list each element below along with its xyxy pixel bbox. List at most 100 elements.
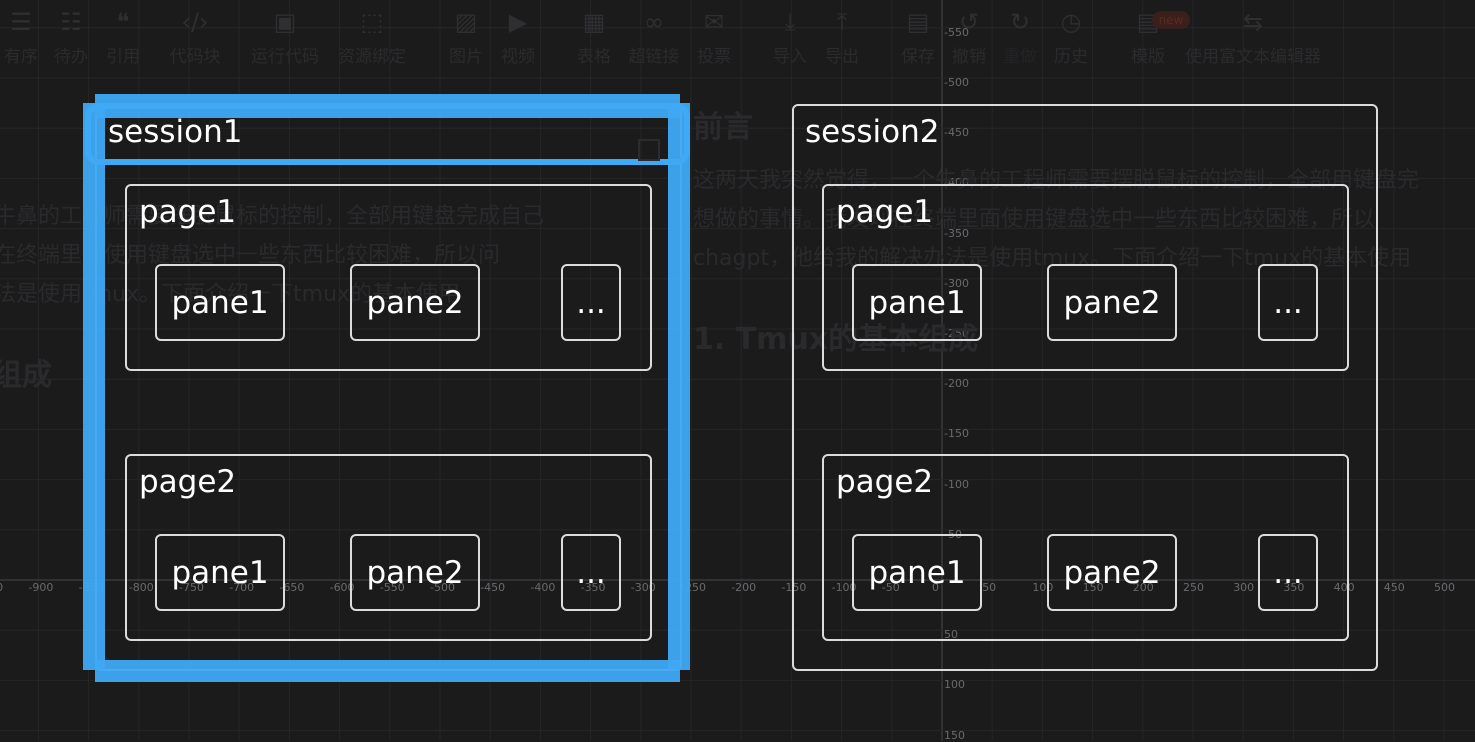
toolbar-button-todo-list[interactable]: ☷ 待办 — [54, 8, 88, 67]
video-icon: ▶ — [508, 8, 528, 36]
run-code-icon: ▣ — [273, 8, 297, 36]
pane-box[interactable]: pane2 — [350, 534, 480, 611]
toolbar-button-label: 重做 — [1003, 47, 1037, 67]
toolbar-button-quote[interactable]: ❝ 引用 — [106, 8, 140, 67]
x-axis-label: -650 — [279, 581, 305, 594]
toolbar-button-resource-bind[interactable]: ⬚ 资源绑定 — [338, 8, 406, 67]
y-axis-label: 150 — [944, 728, 965, 742]
pane-box[interactable]: pane1 — [155, 264, 285, 341]
export-icon: ⤒ — [836, 8, 848, 36]
toolbar-button-label: 导出 — [825, 47, 859, 67]
toolbar-button-label: 超链接 — [628, 47, 680, 67]
y-axis-label: -300 — [944, 276, 969, 290]
toolbar-button-link[interactable]: ∞ 超链接 — [629, 8, 680, 67]
toolbar-button-history[interactable]: ◷历史 — [1054, 8, 1088, 67]
x-axis-label: 250 — [1183, 581, 1204, 594]
title-selection-outline[interactable] — [85, 103, 690, 165]
selection-outline[interactable] — [83, 103, 690, 670]
toolbar-button-switch-editor[interactable]: ⇆ 使用富文本编辑器 — [1185, 8, 1321, 67]
pane-box[interactable]: ... — [1258, 264, 1318, 341]
quote-icon: ❝ — [116, 8, 130, 36]
toolbar-button-video[interactable]: ▶视频 — [501, 8, 535, 67]
pane-box[interactable]: pane1 — [852, 264, 982, 341]
x-axis-label: -550 — [379, 581, 405, 594]
selection-outline-bottom[interactable] — [95, 660, 680, 682]
toolbar-button-label: 有序 — [4, 47, 38, 67]
session-box[interactable] — [792, 104, 1378, 671]
doc-paragraph-line: 法是使用tmux。下面介绍一下tmux的基本使用 — [0, 282, 461, 307]
x-axis-label: 0 — [932, 581, 939, 594]
toolbar-button-vote[interactable]: ✉投票 — [697, 8, 731, 67]
link-icon: ∞ — [644, 8, 664, 36]
y-axis-label: 100 — [944, 678, 965, 692]
toolbar-button-label: 图片 — [449, 47, 483, 67]
resource-bind-icon: ⬚ — [360, 8, 384, 36]
resize-handle-icon[interactable] — [638, 139, 660, 161]
pane-box[interactable]: pane1 — [155, 534, 285, 611]
toolbar-button-label: 撤销 — [952, 47, 986, 67]
x-axis-label: -350 — [580, 581, 606, 594]
toolbar-button-label: 模版 — [1131, 47, 1165, 67]
toolbar-button-image[interactable]: ▨ 图片 — [449, 8, 483, 67]
toolbar-button-run-code[interactable]: ▣ 运行代码 — [251, 8, 319, 67]
toolbar-button-table[interactable]: ▦表格 — [577, 8, 611, 67]
editor-toolbar: ☰有序 ☷ 待办 ❝ 引用 ‹/›代码块 ▣ 运行代码 ⬚ 资源绑定 ▨ 图片 ▶视频 ▦表格 ∞ 超链接 ✉投… — [0, 0, 1475, 72]
y-axis-label: -250 — [944, 327, 969, 340]
toolbar-button-ordered-list[interactable]: ☰有序 — [4, 8, 38, 67]
import-icon: ⤓ — [784, 8, 796, 36]
pane-box[interactable]: ... — [561, 534, 621, 611]
toolbar-button-label: 表格 — [577, 47, 611, 67]
x-axis-label: 200 — [1132, 581, 1154, 594]
x-axis-label: 300 — [1233, 581, 1255, 594]
toolbar-button-undo[interactable]: ↺ 撤销 — [952, 8, 986, 67]
y-axis-label: -150 — [944, 427, 969, 441]
x-axis-label: 150 — [1082, 581, 1104, 594]
session-label: session2 — [805, 114, 940, 150]
x-axis-label: -500 — [430, 581, 455, 594]
y-axis-label: -100 — [944, 477, 969, 491]
y-axis-label: -400 — [944, 176, 969, 190]
page-label: page1 — [139, 194, 237, 230]
toolbar-button-label: 运行代码 — [251, 47, 319, 67]
todo-list-icon: ☷ — [60, 8, 82, 36]
x-axis-label: -400 — [530, 581, 556, 594]
pane-box[interactable]: ... — [561, 264, 621, 341]
undo-icon: ↺ — [958, 8, 980, 36]
pane-box[interactable]: pane2 — [1047, 264, 1177, 341]
toolbar-button-label: 保存 — [901, 47, 935, 67]
image-icon: ▨ — [454, 8, 478, 36]
x-axis-label: -950 — [0, 581, 3, 594]
page-box[interactable] — [125, 184, 652, 371]
toolbar-button-save[interactable]: ▤ 保存 — [901, 8, 935, 67]
redo-icon: ↻ — [1009, 8, 1031, 36]
pane-box[interactable]: pane2 — [350, 264, 480, 341]
toolbar-button-label: 使用富文本编辑器 — [1185, 47, 1321, 67]
toolbar-button-import[interactable]: ⤓ 导入 — [773, 8, 807, 67]
toolbar-button-label: 待办 — [54, 47, 88, 67]
pane-box[interactable]: ... — [1258, 534, 1318, 611]
toolbar-button-redo[interactable]: ↻ 重做 — [1003, 8, 1037, 67]
page-box[interactable] — [822, 184, 1349, 371]
toolbar-button-label: 引用 — [106, 47, 140, 67]
x-axis-label: 500 — [1434, 581, 1455, 594]
pane-box[interactable]: pane1 — [852, 534, 982, 611]
y-axis-label: -550 — [944, 25, 969, 39]
save-icon: ▤ — [906, 8, 930, 36]
y-axis-label: -500 — [944, 76, 969, 89]
toolbar-button-label: 资源绑定 — [338, 47, 406, 67]
x-axis-label: -50 — [881, 581, 900, 594]
page-box[interactable] — [125, 454, 652, 641]
x-axis-label: -300 — [630, 581, 656, 594]
y-axis-label: -450 — [944, 126, 969, 140]
toolbar-button-label: 导入 — [773, 47, 807, 67]
x-axis-label: 450 — [1383, 581, 1405, 594]
doc-paragraph-line: 想做的事情。我发现在终端里面使用键盘选中一些东西比较困难，所以 — [693, 207, 1376, 232]
toolbar-button-code-block[interactable]: ‹/›代码块 — [170, 8, 221, 67]
pane-box[interactable]: pane2 — [1047, 534, 1177, 611]
toolbar-button-export[interactable]: ⤒ 导出 — [825, 8, 859, 67]
doc-paragraph-line: 这两天我突然觉得，一个牛鼻的工程师需要摆脱鼠标的控制，全部用键盘完 — [693, 168, 1420, 193]
page-box[interactable] — [822, 454, 1349, 641]
y-axis-label: 50 — [944, 628, 958, 642]
switch-editor-icon: ⇆ — [1242, 8, 1264, 36]
x-axis-label: 400 — [1333, 581, 1355, 594]
